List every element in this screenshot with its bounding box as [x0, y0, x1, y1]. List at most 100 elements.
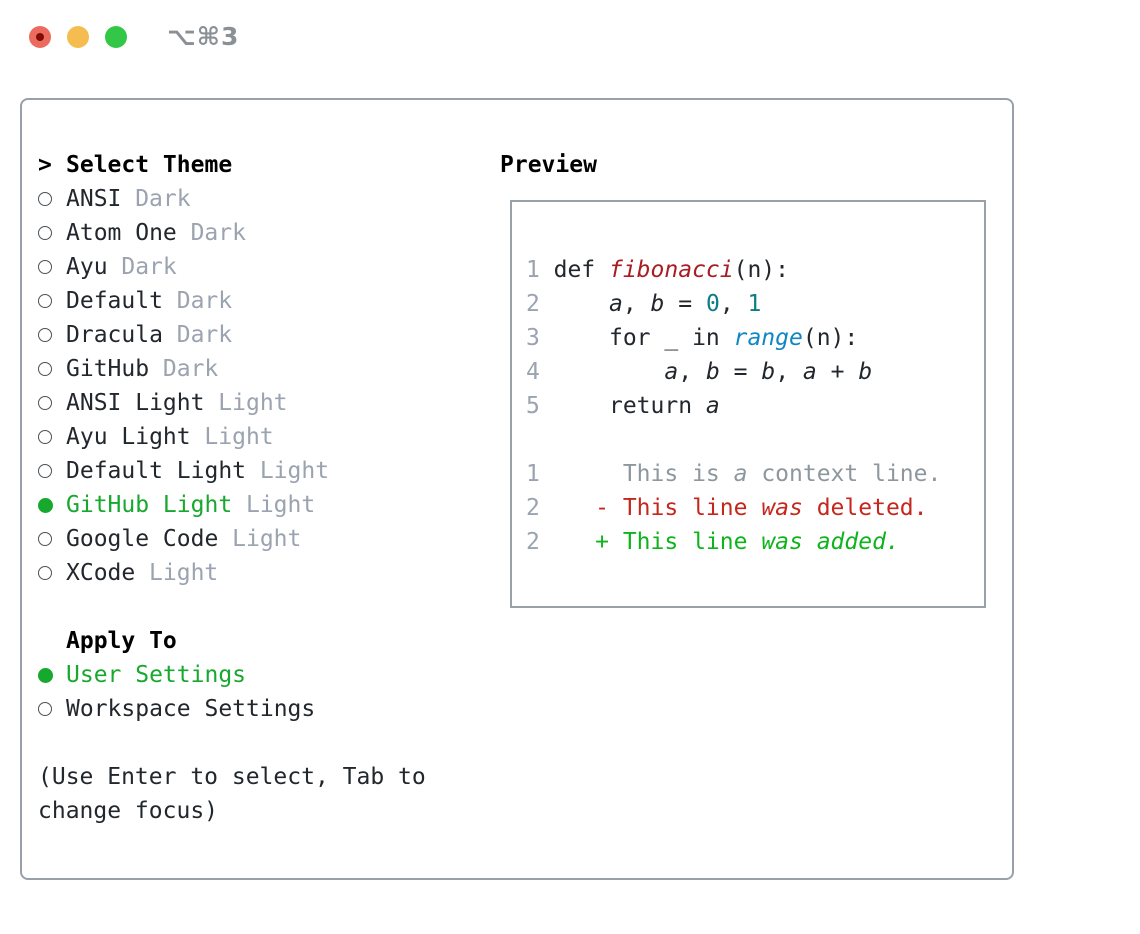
radio-icon [38, 430, 52, 444]
window-title: ⌥⌘3 [167, 22, 240, 51]
theme-option[interactable]: Google Code Light [38, 522, 426, 556]
theme-name: GitHub [66, 356, 150, 382]
theme-option[interactable]: Ayu Light Light [38, 420, 426, 454]
theme-name: ANSI [66, 186, 122, 212]
radio-icon [38, 532, 52, 546]
code-token: + This line [553, 529, 762, 555]
line-number: 5 [526, 393, 540, 419]
theme-variant-tag: Dark [176, 322, 233, 348]
radio-icon [38, 328, 52, 342]
spacer [38, 590, 426, 624]
apply-to-label: User Settings [66, 662, 247, 688]
code-token: return [553, 393, 706, 419]
theme-option[interactable]: GitHub Dark [38, 352, 426, 386]
code-token: b [705, 359, 720, 385]
radio-icon [38, 226, 52, 240]
line-number: 2 [526, 291, 540, 317]
code-token: was [761, 495, 803, 521]
theme-option[interactable]: Ayu Dark [38, 250, 426, 284]
theme-option[interactable]: Dracula Dark [38, 318, 426, 352]
code-token: was added. [761, 529, 900, 555]
theme-variant-tag: Dark [176, 288, 233, 314]
theme-option[interactable]: GitHub Light Light [38, 488, 426, 522]
apply-to-option[interactable]: Workspace Settings [38, 692, 426, 726]
code-token: context line. [747, 461, 942, 487]
preview-line: 2 a, b = 0, 1 [526, 287, 984, 321]
theme-variant-tag: Light [204, 424, 274, 450]
line-number: 1 [526, 461, 540, 487]
theme-name: GitHub Light [66, 492, 233, 518]
code-token [554, 291, 609, 317]
code-token: b [858, 359, 873, 385]
line-number: 1 [526, 257, 540, 283]
theme-name: Ayu Light [66, 424, 191, 450]
code-token: (n): [733, 257, 789, 283]
code-token: 0 [705, 291, 720, 317]
code-token: a [664, 359, 679, 385]
close-button[interactable] [29, 26, 51, 48]
preview-title: Preview [500, 152, 597, 178]
theme-name: XCode [66, 560, 136, 586]
theme-menu-title-row: > Select Theme [38, 148, 426, 182]
radio-icon [38, 464, 52, 478]
preview-line: 4 a, b = b, a + b [526, 355, 984, 389]
theme-variant-tag: Light [232, 526, 302, 552]
theme-name: Default Light [66, 458, 247, 484]
spacer [38, 726, 426, 760]
theme-variant-tag: Dark [162, 356, 219, 382]
zoom-button[interactable] [105, 26, 127, 48]
theme-name: Ayu [66, 254, 108, 280]
theme-name: Atom One [66, 220, 177, 246]
theme-variant-tag: Dark [121, 254, 177, 280]
prompt-icon: > [38, 152, 52, 178]
code-token: = [664, 291, 706, 317]
line-number: 4 [526, 359, 540, 385]
code-token: (n): [802, 325, 859, 351]
preview-line [526, 423, 984, 457]
code-token: for _ in [553, 325, 734, 351]
theme-variant-tag: Light [259, 458, 330, 484]
theme-variant-tag: Dark [190, 220, 246, 246]
code-token: b [650, 291, 665, 317]
apply-to-option[interactable]: User Settings [38, 658, 426, 692]
apply-to-title: Apply To [66, 628, 177, 654]
code-token: 1 [747, 291, 762, 317]
apply-to-header-row: Apply To [38, 624, 426, 658]
theme-variant-tag: Light [218, 390, 288, 416]
preview-line: 1 This is a context line. [526, 457, 984, 491]
code-token: This is [553, 461, 734, 487]
code-token: , [719, 291, 748, 317]
preview-line: 2 + This line was added. [526, 525, 984, 559]
radio-icon [38, 566, 52, 580]
preview-line: 5 return a [526, 389, 984, 423]
code-token: deleted. [802, 495, 928, 521]
apply-to-label: Workspace Settings [66, 696, 316, 722]
theme-menu-title: Select Theme [66, 152, 233, 178]
theme-variant-tag: Light [245, 492, 316, 518]
radio-icon [38, 192, 52, 206]
theme-option[interactable]: XCode Light [38, 556, 426, 590]
minimize-button[interactable] [67, 26, 89, 48]
radio-selected-icon [38, 497, 53, 513]
radio-icon [38, 260, 52, 274]
code-token: - This line [553, 495, 762, 521]
theme-option[interactable]: Atom One Dark [38, 216, 426, 250]
radio-icon [38, 362, 52, 376]
radio-icon [38, 702, 52, 716]
code-token: a [608, 291, 623, 317]
theme-name: Dracula [66, 322, 163, 348]
code-token: + [816, 359, 859, 385]
radio-icon [38, 294, 52, 308]
theme-name: Google Code [66, 526, 219, 552]
theme-option[interactable]: Default Light Light [38, 454, 426, 488]
theme-variant-tag: Light [149, 560, 219, 586]
code-token: a [705, 393, 720, 419]
